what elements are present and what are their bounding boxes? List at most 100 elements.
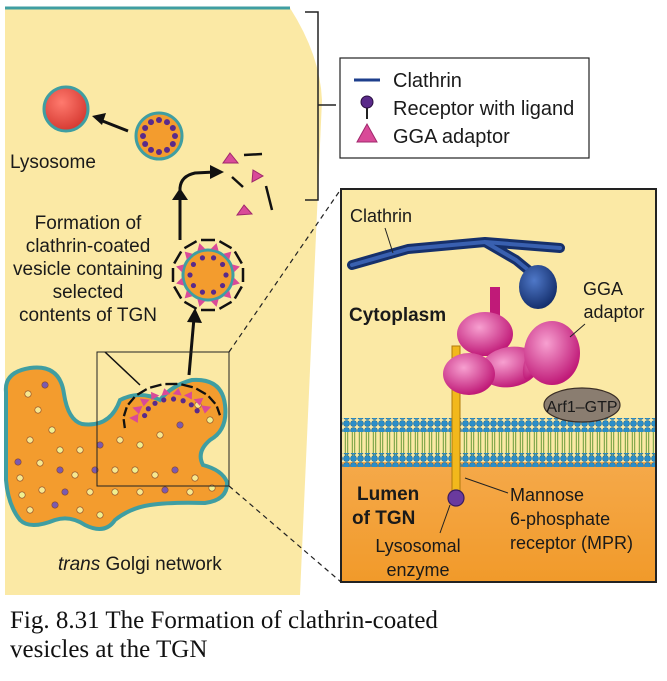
cargo-dot (26, 436, 34, 444)
cargo-dot (136, 441, 144, 449)
cargo-dot (51, 501, 59, 509)
receptor-dot (148, 146, 154, 153)
budding-coat (122, 382, 222, 429)
gga-triangle (210, 299, 219, 307)
legend: Clathrin Receptor with ligand GGA adapto… (339, 57, 590, 159)
receptor-dot (156, 117, 162, 123)
inset-clathrin-label: Clathrin (350, 206, 412, 226)
formation-label: Formation of clathrin-coated vesicle con… (13, 213, 163, 326)
gga-triangle (176, 264, 184, 273)
receptor-dot (164, 146, 170, 153)
clathrin-terminal-domain (519, 265, 557, 309)
uncoated-vesicle-receptors (140, 117, 178, 155)
mannose-line-2: 6-phosphate (510, 509, 610, 529)
gga-triangle (172, 388, 182, 396)
gga-triangle (193, 397, 204, 406)
cargo-dot (61, 488, 69, 496)
clathrin-segment (183, 300, 198, 310)
legend-box (339, 57, 590, 159)
enzyme-pointer (439, 504, 451, 534)
zoom-line-top (228, 188, 342, 353)
receptor-legend-icon (360, 95, 374, 119)
cargo-dot (206, 416, 214, 424)
budding-arrow (187, 308, 202, 376)
receptor-dot (148, 119, 154, 126)
gga-triangle (232, 264, 240, 273)
receptor-dot (190, 282, 197, 289)
formation-pointer (104, 351, 141, 386)
mannose-line-1: Mannose (510, 485, 584, 505)
mpr-receptor (447, 345, 465, 507)
clathrin-segment (127, 396, 136, 406)
arf-label: Arf1–GTP (546, 399, 617, 416)
clathrin-segment (173, 285, 183, 300)
receptor-dot (142, 141, 149, 147)
gga-triangle (129, 413, 139, 423)
gga-triangle (223, 290, 232, 299)
gga-triangle (151, 391, 160, 400)
gga-triangle (197, 299, 206, 307)
lysosome (42, 85, 90, 133)
receptor-dot (223, 272, 229, 278)
gga-triangle (197, 243, 206, 251)
coated-vesicle-coat (171, 238, 245, 312)
receptor-dot (199, 289, 206, 295)
clathrin-segment (181, 383, 194, 389)
clathrin-segment (207, 395, 217, 405)
cargo-dot (96, 441, 104, 449)
golgi-lumen-cargo (14, 381, 216, 519)
cytoplasm-label: Cytoplasm (349, 305, 446, 326)
clathrin-segment (218, 300, 233, 310)
receptor-dot (190, 261, 197, 268)
legend-bracket (305, 11, 336, 201)
gga-triangle (132, 405, 143, 415)
cargo-dot (38, 486, 46, 494)
clathrin-segment (233, 250, 243, 265)
receptor-dot (194, 408, 200, 414)
enzyme-line-2: enzyme (386, 560, 449, 580)
receptor-dot (169, 141, 176, 147)
clathrin-segment (233, 285, 243, 300)
gga-adaptor (443, 287, 580, 395)
cargo-dot (16, 474, 24, 482)
gga-label-line-1: GGA (583, 279, 623, 299)
gga-label-line-2: adaptor (583, 302, 644, 322)
cargo-dot (136, 488, 144, 496)
clathrin-segment (215, 406, 222, 416)
cargo-dot (191, 474, 199, 482)
clathrin-segment (149, 383, 162, 389)
cargo-dot (56, 466, 64, 474)
uncoated-vesicle (134, 111, 184, 161)
cargo-dot (34, 406, 42, 414)
legend-receptor-label: Receptor with ligand (393, 98, 574, 120)
cargo-dot (176, 421, 184, 429)
receptor-dot (172, 133, 178, 139)
receptor-dot (152, 400, 158, 406)
cargo-dot (96, 511, 104, 519)
zoom-line-bottom (228, 485, 342, 583)
gga-triangle (184, 251, 193, 260)
receptor-dot (145, 406, 151, 412)
gga-triangle (210, 243, 219, 251)
receptor-dot (188, 402, 194, 408)
gga-legend-icon (356, 122, 378, 143)
formation-line-4: selected (53, 282, 124, 303)
receptor-dot (142, 125, 149, 131)
legend-gga-label: GGA adaptor (393, 126, 510, 148)
trans-golgi-network (3, 365, 230, 531)
receptor-dot (180, 398, 186, 404)
receptor-dot (164, 119, 170, 126)
uncoating-arrow (172, 165, 224, 240)
arrow-to-lysosome (92, 113, 129, 133)
released-coat-components (222, 152, 274, 216)
cargo-dot (26, 506, 34, 514)
cargo-dot (48, 426, 56, 434)
receptor-dot (156, 149, 162, 155)
membrane-lower-heads (341, 453, 656, 467)
lumen-line-1: Lumen (357, 484, 419, 505)
clathrin-segment (136, 388, 148, 396)
gga-triangle (184, 290, 193, 299)
cargo-dot (14, 458, 22, 466)
receptor-dot (210, 289, 217, 295)
golgi-label-text: Golgi network (106, 554, 223, 575)
